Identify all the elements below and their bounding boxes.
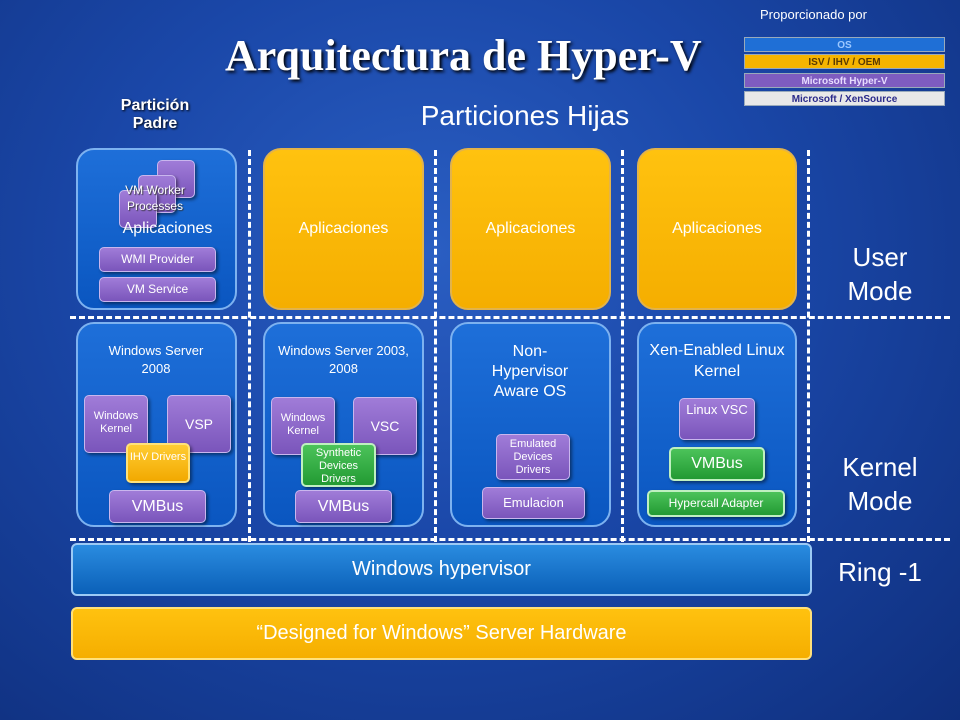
child3-os-label: Xen-Enabled Linux Kernel bbox=[649, 342, 785, 380]
legend-item-os: OS bbox=[744, 37, 945, 52]
parent-os-label: Windows Server 2008 bbox=[108, 343, 204, 376]
child3-applications-label: Aplicaciones bbox=[672, 220, 762, 237]
child1-applications-box bbox=[263, 148, 424, 310]
separator-vertical bbox=[248, 150, 251, 542]
kernel-mode-label: Kernel Mode bbox=[842, 452, 918, 516]
child1-vmbus-box: VMBus bbox=[295, 490, 392, 523]
child-partitions-header: Particiones Hijas bbox=[420, 100, 630, 131]
vm-service-box: VM Service bbox=[99, 277, 216, 302]
separator-vertical bbox=[434, 150, 437, 542]
child1-os-label: Windows Server 2003, 2008 bbox=[278, 343, 409, 376]
ring-minus-one-label: Ring -1 bbox=[838, 557, 922, 587]
server-hardware-bar: “Designed for Windows” Server Hardware bbox=[71, 607, 812, 660]
linux-vsc-box: Linux VSC bbox=[679, 398, 755, 440]
user-mode-label: User Mode bbox=[847, 242, 913, 306]
emulated-devices-drivers-box: Emulated Devices Drivers bbox=[496, 434, 570, 480]
wmi-provider-box: WMI Provider bbox=[99, 247, 216, 272]
emulation-box: Emulacion bbox=[482, 487, 585, 519]
ihv-drivers-box: IHV Drivers bbox=[126, 443, 190, 483]
separator-user-kernel bbox=[70, 316, 950, 319]
legend-item-xensource: Microsoft / XenSource bbox=[744, 91, 945, 106]
windows-hypervisor-bar: Windows hypervisor bbox=[71, 543, 812, 596]
legend-item-hyperv: Microsoft Hyper-V bbox=[744, 73, 945, 88]
child2-applications-label: Aplicaciones bbox=[485, 220, 576, 237]
parent-vmbus-box: VMBus bbox=[109, 490, 206, 523]
separator-vertical bbox=[621, 150, 624, 542]
separator-kernel-ring bbox=[70, 538, 950, 541]
child2-applications-box bbox=[450, 148, 611, 310]
hypercall-adapter-box: Hypercall Adapter bbox=[647, 490, 785, 517]
legend-item-isv: ISV / IHV / OEM bbox=[744, 54, 945, 69]
child2-os-label: Non-Hypervisor Aware OS bbox=[491, 343, 569, 400]
legend-heading: Proporcionado por bbox=[760, 7, 867, 22]
page-title: Arquitectura de Hyper-V bbox=[225, 31, 702, 80]
vm-worker-processes-label: VM Worker Processes bbox=[125, 183, 185, 213]
parent-partition-header: Partición Padre bbox=[120, 97, 190, 132]
child3-vmbus-box: VMBus bbox=[669, 447, 765, 481]
child3-applications-box bbox=[637, 148, 797, 310]
parent-applications-label: Aplicaciones bbox=[122, 220, 213, 237]
child1-applications-label: Aplicaciones bbox=[298, 220, 389, 237]
worker-process-tile bbox=[119, 190, 157, 228]
synthetic-devices-drivers-box: Synthetic Devices Drivers bbox=[301, 443, 376, 487]
separator-vertical bbox=[807, 150, 810, 542]
